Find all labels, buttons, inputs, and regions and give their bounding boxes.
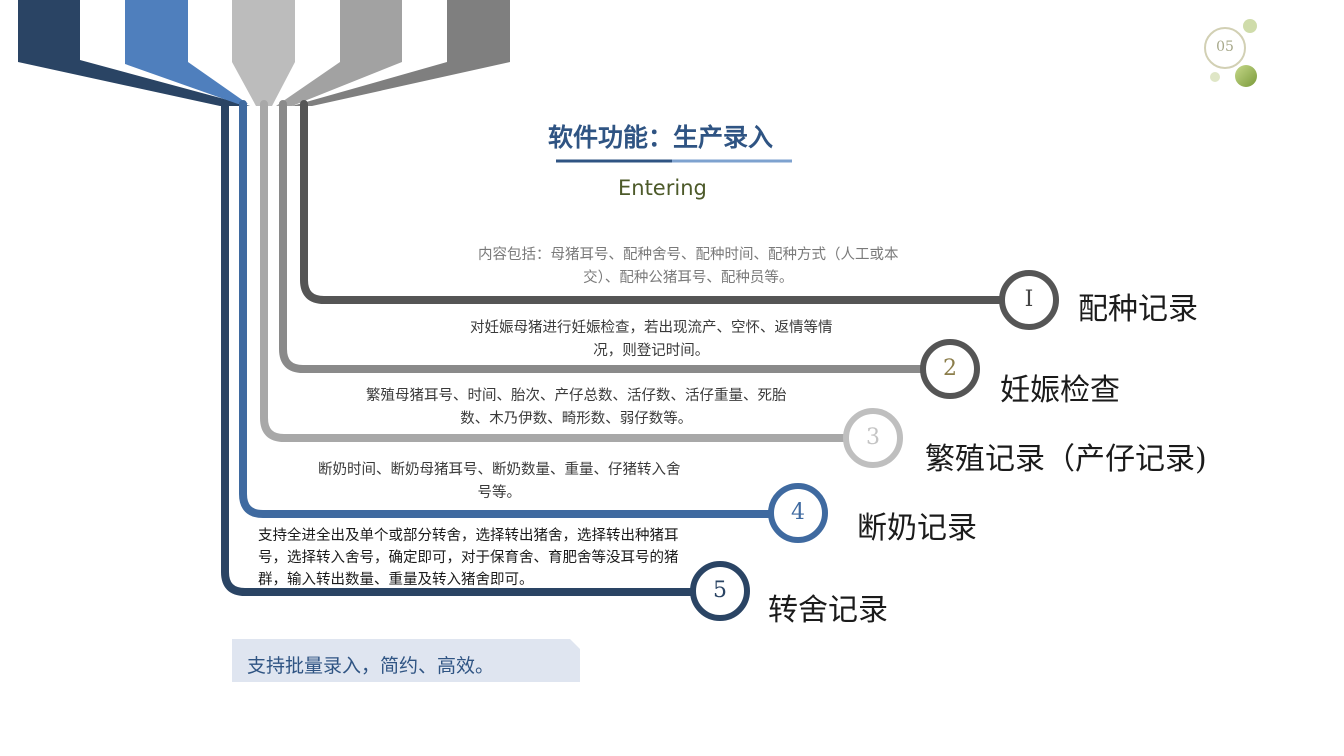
stage-circles (690, 270, 1059, 621)
stage-4-label: 断奶记录 (857, 511, 977, 546)
badge-ball-large (1235, 65, 1257, 87)
circle-stage-2 (920, 339, 980, 399)
page-badge (1204, 19, 1257, 87)
stage-4-desc-line: 断奶时间、断奶母猪耳号、断奶数量、重量、仔猪转入舍 (318, 462, 681, 478)
stage-3-label: 繁殖记录（产仔记录) (925, 442, 1207, 477)
circle-stage-1 (999, 270, 1059, 330)
stage-4-number: 4 (791, 500, 805, 525)
circle-stage-4 (768, 483, 828, 543)
bar-lightgray (232, 0, 295, 106)
header-bars (18, 0, 510, 106)
connector-lines (221, 100, 1004, 596)
note-box (232, 639, 580, 682)
stage-5-desc-line: 支持全进全出及单个或部分转舍，选择转出猪舍，选择转出种猪耳 (258, 528, 679, 544)
bar-midgray (276, 0, 402, 106)
circle-stage-3 (843, 408, 903, 468)
line-stage-1 (300, 100, 1004, 304)
stage-3-desc-line: 数、木乃伊数、畸形数、弱仔数等。 (460, 411, 693, 427)
stage-1-desc-line: 内容包括：母猪耳号、配种舍号、配种时间、配种方式（人工或本 (478, 247, 899, 263)
circle-stage-5 (690, 561, 750, 621)
stage-1-number: I (1024, 287, 1034, 312)
line-stage-4 (239, 100, 774, 518)
line-stage-2 (279, 100, 926, 373)
line-stage-3 (260, 100, 849, 442)
bar-blue (125, 0, 248, 104)
badge-ball-top (1243, 19, 1257, 33)
page-subtitle: Entering (618, 176, 707, 200)
stage-5-description: 支持全进全出及单个或部分转舍，选择转出猪舍，选择转出种猪耳 号，选择转入舍号，确… (258, 525, 679, 591)
stage-1-label: 配种记录 (1078, 292, 1198, 327)
line-stage-5 (221, 100, 696, 596)
stage-4-desc-line: 号等。 (477, 485, 522, 501)
stage-2-number: 2 (943, 356, 957, 381)
badge-ring (1204, 27, 1246, 69)
bar-darkgray (292, 0, 510, 106)
stage-5-number: 5 (713, 578, 727, 603)
note-text: 支持批量录入，简约、高效。 (247, 655, 495, 677)
stage-2-description: 对妊娠母猪进行妊娠检查，若出现流产、空怀、返情等情 况，则登记时间。 (470, 317, 833, 363)
stage-3-desc-line: 繁殖母猪耳号、时间、胎次、产仔总数、活仔数、活仔重量、死胎 (366, 388, 787, 404)
stage-3-number: 3 (866, 425, 880, 450)
page-number: 05 (1216, 39, 1234, 55)
stage-5-desc-line: 号，选择转入舍号，确定即可，对于保育舍、育肥舍等没耳号的猪 (258, 550, 679, 566)
stage-5-label: 转舍记录 (768, 593, 888, 628)
stage-5-desc-line: 群，输入转出数量、重量及转入猪舍即可。 (258, 572, 534, 588)
page-title: 软件功能：生产录入 (548, 123, 774, 152)
badge-ball-small (1210, 72, 1220, 82)
stage-3-description: 繁殖母猪耳号、时间、胎次、产仔总数、活仔数、活仔重量、死胎 数、木乃伊数、畸形数… (366, 385, 787, 431)
stage-1-desc-line: 交）、配种公猪耳号、配种员等。 (583, 270, 794, 286)
stage-2-desc-line: 对妊娠母猪进行妊娠检查，若出现流产、空怀、返情等情 (470, 320, 833, 336)
stage-2-desc-line: 况，则登记时间。 (593, 343, 710, 359)
stage-2-label: 妊娠检查 (1000, 373, 1120, 408)
stage-4-description: 断奶时间、断奶母猪耳号、断奶数量、重量、仔猪转入舍 号等。 (318, 459, 681, 505)
stage-1-description: 内容包括：母猪耳号、配种舍号、配种时间、配种方式（人工或本 交）、配种公猪耳号、… (478, 244, 899, 290)
bar-navy (18, 0, 250, 106)
